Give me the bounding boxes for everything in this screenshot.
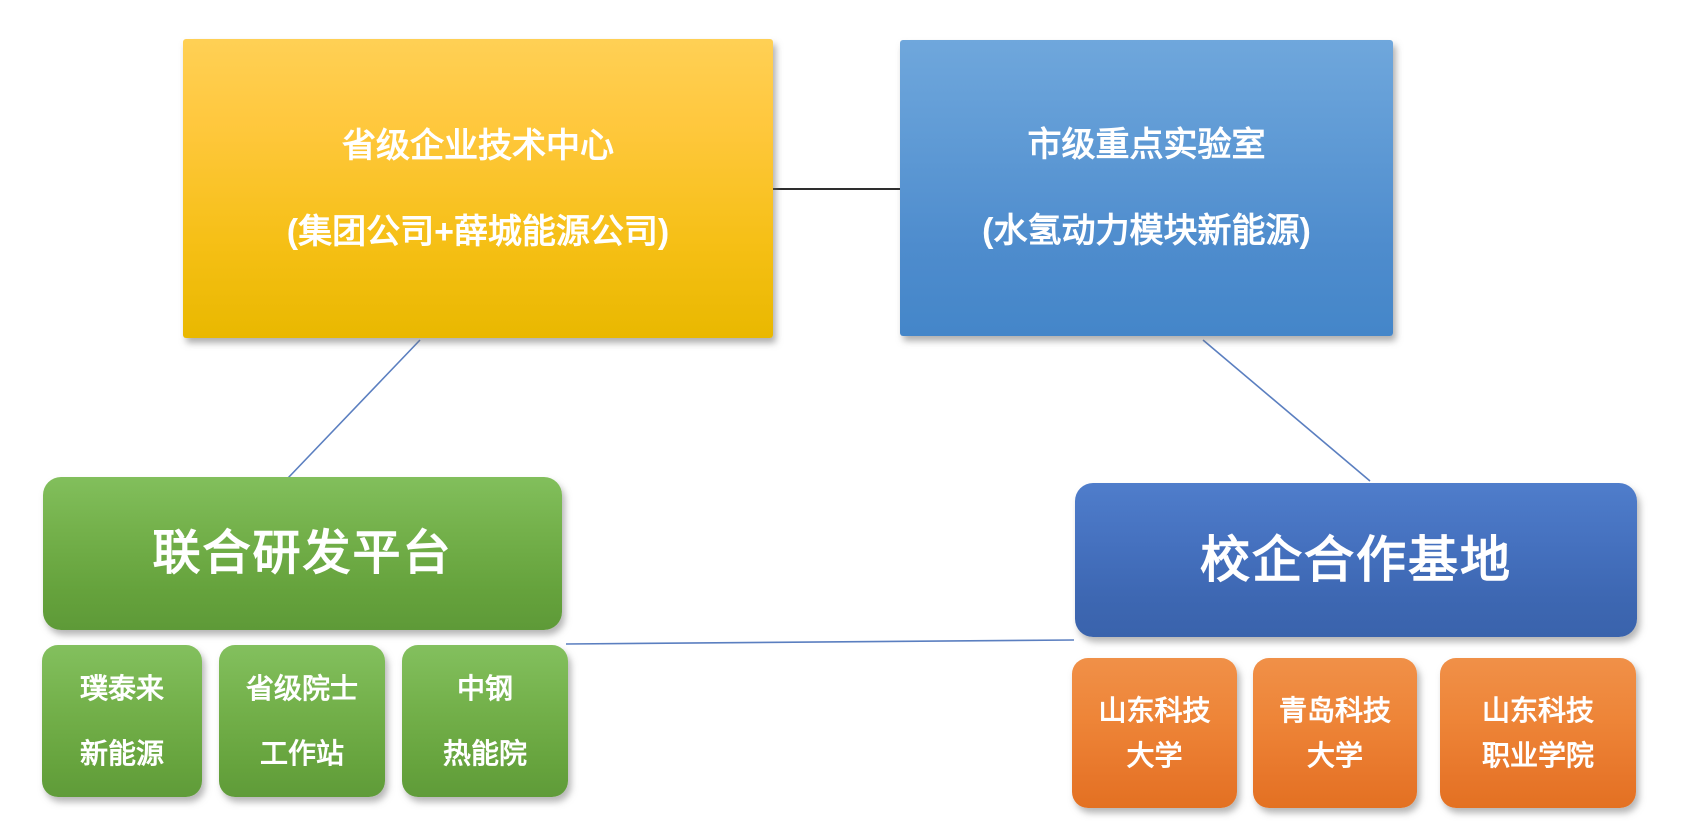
school-partner-label-line: 大学 bbox=[1306, 739, 1363, 771]
rd-partner-label-line: 工作站 bbox=[259, 737, 344, 769]
joint-rd-platform-label: 联合研发平台 bbox=[152, 526, 453, 580]
municipal-lab-title: 市级重点实验室 bbox=[1027, 126, 1266, 164]
school-partner-qust-box: 青岛科技 大学 bbox=[1253, 658, 1417, 808]
rd-partner-label-line: 热能院 bbox=[442, 737, 527, 769]
rd-partner-label-line: 省级院士 bbox=[245, 672, 358, 704]
rd-partner-label-line: 新能源 bbox=[79, 737, 164, 769]
school-partner-label-line: 山东科技 bbox=[1481, 694, 1594, 726]
municipal-lab-subtitle: (水氢动力模块新能源) bbox=[982, 212, 1311, 250]
school-partner-label-line: 职业学院 bbox=[1481, 739, 1594, 771]
connector-joint-rd-to-school-base bbox=[565, 639, 1075, 645]
connector-provincial-to-joint-rd bbox=[287, 339, 421, 479]
school-partner-vocational-college-box: 山东科技 职业学院 bbox=[1440, 658, 1636, 808]
provincial-enterprise-tech-center-box: 省级企业技术中心 (集团公司+薛城能源公司) bbox=[183, 39, 773, 338]
rd-partner-sinosteel-box: 中钢 热能院 bbox=[402, 645, 568, 797]
joint-rd-platform-box: 联合研发平台 bbox=[43, 477, 562, 630]
school-partner-label-line: 山东科技 bbox=[1098, 694, 1211, 726]
connector-municipal-to-school-base bbox=[1202, 339, 1371, 482]
rd-partner-academician-station-box: 省级院士 工作站 bbox=[219, 645, 385, 797]
school-enterprise-base-box: 校企合作基地 bbox=[1075, 483, 1637, 637]
school-partner-label-line: 大学 bbox=[1126, 739, 1183, 771]
school-partner-label-line: 青岛科技 bbox=[1278, 694, 1391, 726]
school-partner-sdust-box: 山东科技 大学 bbox=[1072, 658, 1237, 808]
school-enterprise-base-label: 校企合作基地 bbox=[1200, 532, 1512, 588]
municipal-key-laboratory-box: 市级重点实验室 (水氢动力模块新能源) bbox=[900, 40, 1393, 336]
rd-partner-label-line: 中钢 bbox=[456, 672, 513, 704]
rd-partner-label-line: 璞泰来 bbox=[79, 672, 164, 704]
provincial-center-title: 省级企业技术中心 bbox=[342, 126, 614, 165]
provincial-center-subtitle: (集团公司+薛城能源公司) bbox=[286, 212, 670, 251]
rd-partner-putailai-box: 璞泰来 新能源 bbox=[42, 645, 202, 797]
